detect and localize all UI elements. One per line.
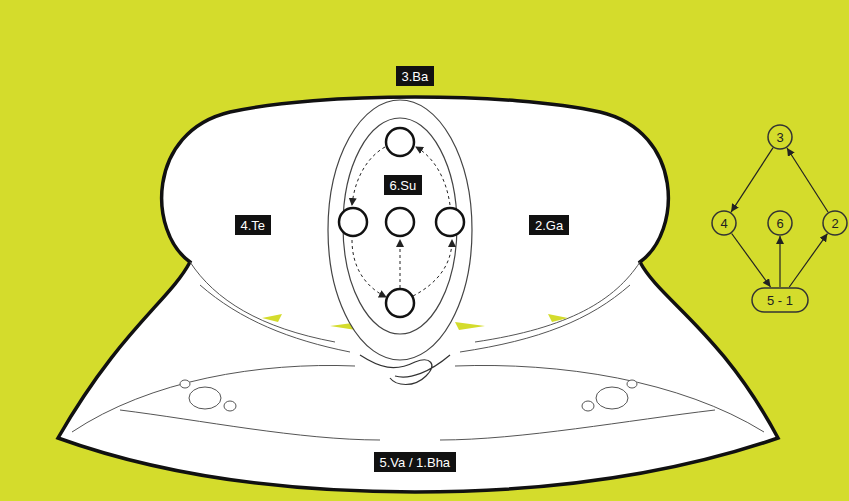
step-circle: 3 [767,124,793,150]
energy-point [339,208,367,236]
flow-arrow [789,234,827,287]
energy-point [386,128,414,156]
arm-line [190,262,335,342]
label-tag: 4.Te [235,215,272,235]
dotted-flow [352,240,386,297]
flow-arrow [787,148,828,212]
gap-sliver [262,314,282,322]
step-number: 4 [720,216,727,231]
step-number: 2 [831,216,838,231]
body-outline [58,97,778,492]
region-label: 5.Va / 1.Bha [380,455,451,470]
leg-line [455,365,764,432]
dotted-flow [352,147,385,205]
node-outline-shape [752,288,808,312]
leg-line [72,365,355,432]
arm-line [200,285,350,352]
gap-sliver [548,314,568,322]
node-outline-shape [823,211,847,235]
node-outline-shape [768,211,792,235]
step-number: 3 [776,130,783,145]
step-number: 5 - 1 [767,293,793,308]
dotted-flow [413,240,452,296]
energy-point [436,208,464,236]
step-pill: 5 - 1 [751,287,809,313]
flow-arrow [779,236,780,287]
leg-line [120,410,380,440]
label-tag: 5.Va / 1.Bha [374,452,457,472]
gap-sliver [455,322,485,330]
step-circle: 2 [822,210,848,236]
region-label: 6.Su [390,178,417,193]
toe [180,380,190,388]
node-outline-shape [768,125,792,149]
label-tag: 6.Su [384,175,423,195]
label-tag: 2.Ga [529,215,569,235]
step-circle: 4 [711,210,737,236]
foot [596,387,628,409]
step-circle: 6 [767,210,793,236]
energy-point [386,289,414,317]
step-number: 6 [776,216,783,231]
flow-arrow [732,234,771,287]
leg-line [440,410,715,440]
region-label: 4.Te [241,218,266,233]
dotted-flow [400,240,401,288]
node-outline-shape [712,211,736,235]
toe [582,401,594,411]
energy-point [386,208,414,236]
toe [627,380,637,388]
head-oval [328,100,472,360]
arm-line [460,285,630,352]
toe [224,401,236,411]
arm-line [475,262,640,342]
label-tag: 3.Ba [396,66,435,86]
region-label: 3.Ba [402,69,429,84]
flow-arrow [731,148,773,212]
region-label: 2.Ga [535,218,563,233]
foot [189,387,221,409]
